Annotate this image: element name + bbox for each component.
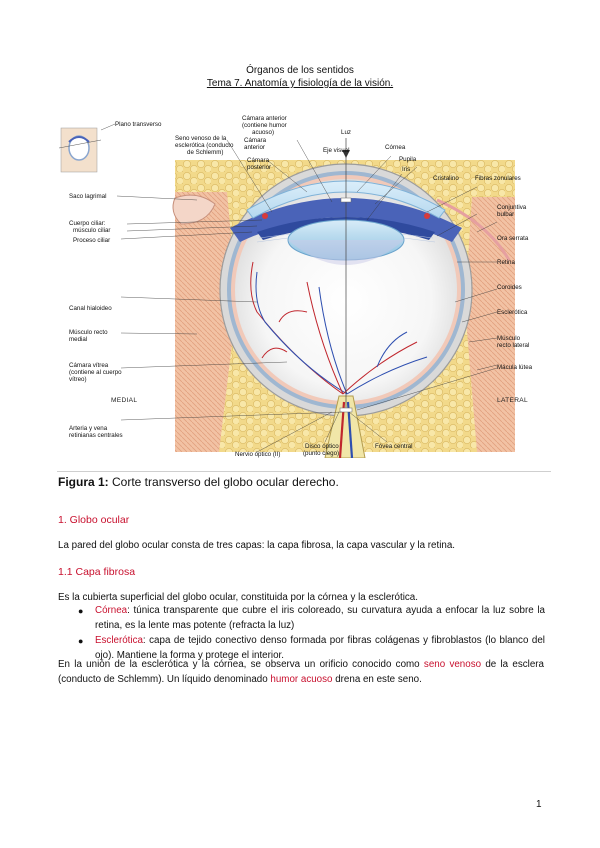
label-coroides: Coroides (497, 284, 522, 291)
label-esclerotica: Esclerótica (497, 309, 528, 316)
page-header: Órganos de los sentidos Tema 7. Anatomía… (0, 64, 600, 90)
iris (257, 217, 435, 240)
union-text-1: En la unión de la esclerótica y la córne… (58, 659, 424, 670)
label-eje-visual: Eje visual (323, 147, 349, 154)
label-camara-vitrea-1: Cámara vítrea (69, 362, 109, 369)
page-number: 1 (536, 799, 542, 810)
label-musculo-lateral-2: recto lateral (497, 342, 529, 349)
section-heading-capa-fibrosa: 1.1 Capa fibrosa (58, 566, 136, 578)
label-camara-vitrea-3: vítreo) (69, 376, 87, 383)
label-musculo-ciliar: músculo ciliar (73, 227, 110, 234)
label-seno-venoso-3: de Schlemm) (187, 149, 223, 156)
label-ora-serrata: Ora serrata (497, 235, 529, 242)
label-retina: Retina (497, 259, 515, 266)
label-camara-post-1: Cámara (247, 157, 270, 164)
label-plano-transverso: Plano transverso (115, 121, 162, 128)
list-item-esclerotica: Esclerótica: capa de tejido conectivo de… (95, 633, 545, 663)
inset-eye-icon (58, 127, 102, 173)
medial-rectus-muscle (175, 192, 237, 452)
caption-prefix: Figura 1: (58, 475, 109, 489)
ciliary-body (230, 198, 462, 242)
union-text-3: drena en este seno. (332, 674, 422, 686)
label-proceso-ciliar: Proceso ciliar (73, 237, 110, 244)
figure-caption: Figura 1: Corte transverso del globo ocu… (58, 475, 339, 489)
label-conjuntiva-2: bulbar (497, 211, 514, 218)
paragraph-capas: La pared del globo ocular consta de tres… (58, 540, 456, 551)
label-musculo-medial-2: medial (69, 336, 87, 343)
label-musculo-lateral-1: Músculo (497, 335, 521, 342)
eye-anatomy-figure: Plano transverso Cámara anterior (contie… (58, 115, 533, 458)
label-pupila: Pupila (399, 156, 417, 163)
label-seno-venoso-1: Seno venoso de la (175, 135, 227, 142)
union-text-2: de la esclera (conducto de Schlemm). Un … (58, 659, 544, 686)
bullet-icon: ● (78, 606, 84, 616)
document-title: Órganos de los sentidos (246, 65, 354, 76)
fovea-marker (339, 407, 353, 413)
caption-divider (57, 471, 551, 472)
cornea (246, 180, 446, 219)
label-macula: Mácula lútea (497, 364, 533, 371)
text-esclerotica: : capa de tejido conectivo denso formada… (95, 635, 545, 662)
label-medial: MEDIAL (111, 397, 137, 404)
label-disco-optico-1: Disco óptico (305, 443, 339, 450)
term-seno-venoso: seno venoso (423, 659, 482, 670)
paragraph-union: En la unión de la esclerótica y la córne… (58, 657, 544, 687)
light-arrow-icon (342, 150, 350, 158)
label-fovea: Fóvea central (375, 443, 413, 450)
label-camara-post-2: posterior (247, 164, 271, 171)
label-camara-b2: anterior (244, 144, 265, 151)
label-nervio-optico: Nervio óptico (II) (235, 451, 280, 458)
text-cornea: : túnica transparente que cubre el iris … (95, 605, 545, 632)
label-cuerpo-ciliar: Cuerpo ciliar: (69, 220, 106, 227)
label-luz: Luz (341, 129, 351, 136)
label-camara-vitrea-2: (contiene al cuerpo (69, 369, 122, 376)
section-heading-globo-ocular: 1. Globo ocular (58, 514, 130, 526)
lacrimal-sac (172, 194, 216, 225)
label-cornea: Córnea (385, 144, 406, 151)
schlemm-canal-left (262, 213, 268, 219)
optic-nerve (324, 395, 366, 458)
label-disco-optico-2: (punto ciego) (303, 450, 339, 457)
label-saco-lagrimal: Saco lagrimal (69, 193, 107, 200)
zonular-fibers (256, 233, 436, 243)
conjunctiva (436, 198, 511, 261)
label-arteria-2: retinianas centrales (69, 432, 123, 439)
label-iris: Iris (402, 166, 410, 173)
caption-text: Corte transverso del globo ocular derech… (108, 475, 339, 489)
label-seno-venoso-2: esclerótica (conducto (175, 142, 234, 149)
label-conjuntiva-1: Conjuntiva (497, 204, 527, 211)
label-cristalino: Cristalino (433, 175, 459, 182)
term-esclerotica: Esclerótica (95, 635, 143, 646)
label-fibras-zonulares: Fibras zonulares (475, 175, 521, 182)
term-humor-acuoso: humor acuoso (270, 674, 333, 686)
label-lateral: LATERAL (497, 397, 528, 404)
label-arteria-1: Arteria y vena (69, 425, 108, 432)
lateral-rectus-muscle (465, 197, 515, 452)
label-camara-anterior-2: (contiene humor (242, 122, 287, 129)
schlemm-canal-right (424, 213, 430, 219)
label-canal-hialoideo: Canal hialoideo (69, 305, 112, 312)
label-camara-anterior-1: Cámara anterior (242, 115, 287, 122)
label-musculo-medial-1: Músculo recto (69, 329, 108, 336)
document-subtitle: Tema 7. Anatomía y fisiología de la visi… (206, 78, 394, 89)
label-camara-b1: Cámara (244, 137, 267, 144)
bullet-icon: ● (78, 636, 84, 646)
term-cornea: Córnea (95, 605, 128, 616)
retinal-vessels (250, 261, 428, 395)
leader-lines (100, 123, 498, 453)
list-item-cornea: Córnea: túnica transparente que cubre el… (95, 603, 545, 633)
label-camara-anterior-3: acuoso) (252, 129, 274, 136)
paragraph-cubierta: Es la cubierta superficial del globo ocu… (58, 592, 418, 603)
